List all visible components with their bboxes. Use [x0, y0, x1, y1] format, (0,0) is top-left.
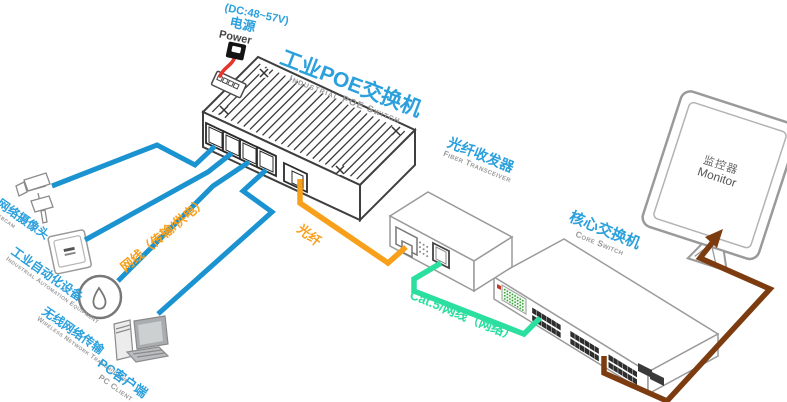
automation-device-illustration [47, 229, 92, 275]
fiber-transceiver-illustration [388, 191, 514, 293]
poe-ports [205, 121, 308, 194]
terminal-block [210, 70, 247, 99]
cable-cat5 [411, 260, 542, 338]
cable-ethernet-pc [156, 168, 276, 316]
screw-icon [219, 68, 401, 175]
power-plug-icon [225, 41, 247, 61]
monitor-illustration [641, 90, 787, 273]
pc-illustration [113, 315, 170, 363]
cable-power [218, 57, 236, 78]
cable-ethernet-webcam [51, 142, 217, 189]
poe-switch-illustration [201, 55, 417, 223]
core-switch-illustration [492, 238, 720, 396]
cable-monitor [601, 241, 775, 402]
cable-fiber [297, 179, 408, 267]
cable-ethernet-automation [83, 151, 234, 243]
wireless-ap-illustration [77, 274, 123, 320]
cable-ethernet-wireless [116, 159, 251, 283]
cable-monitor-arrowhead [705, 229, 723, 248]
webcam-illustration [15, 172, 54, 224]
